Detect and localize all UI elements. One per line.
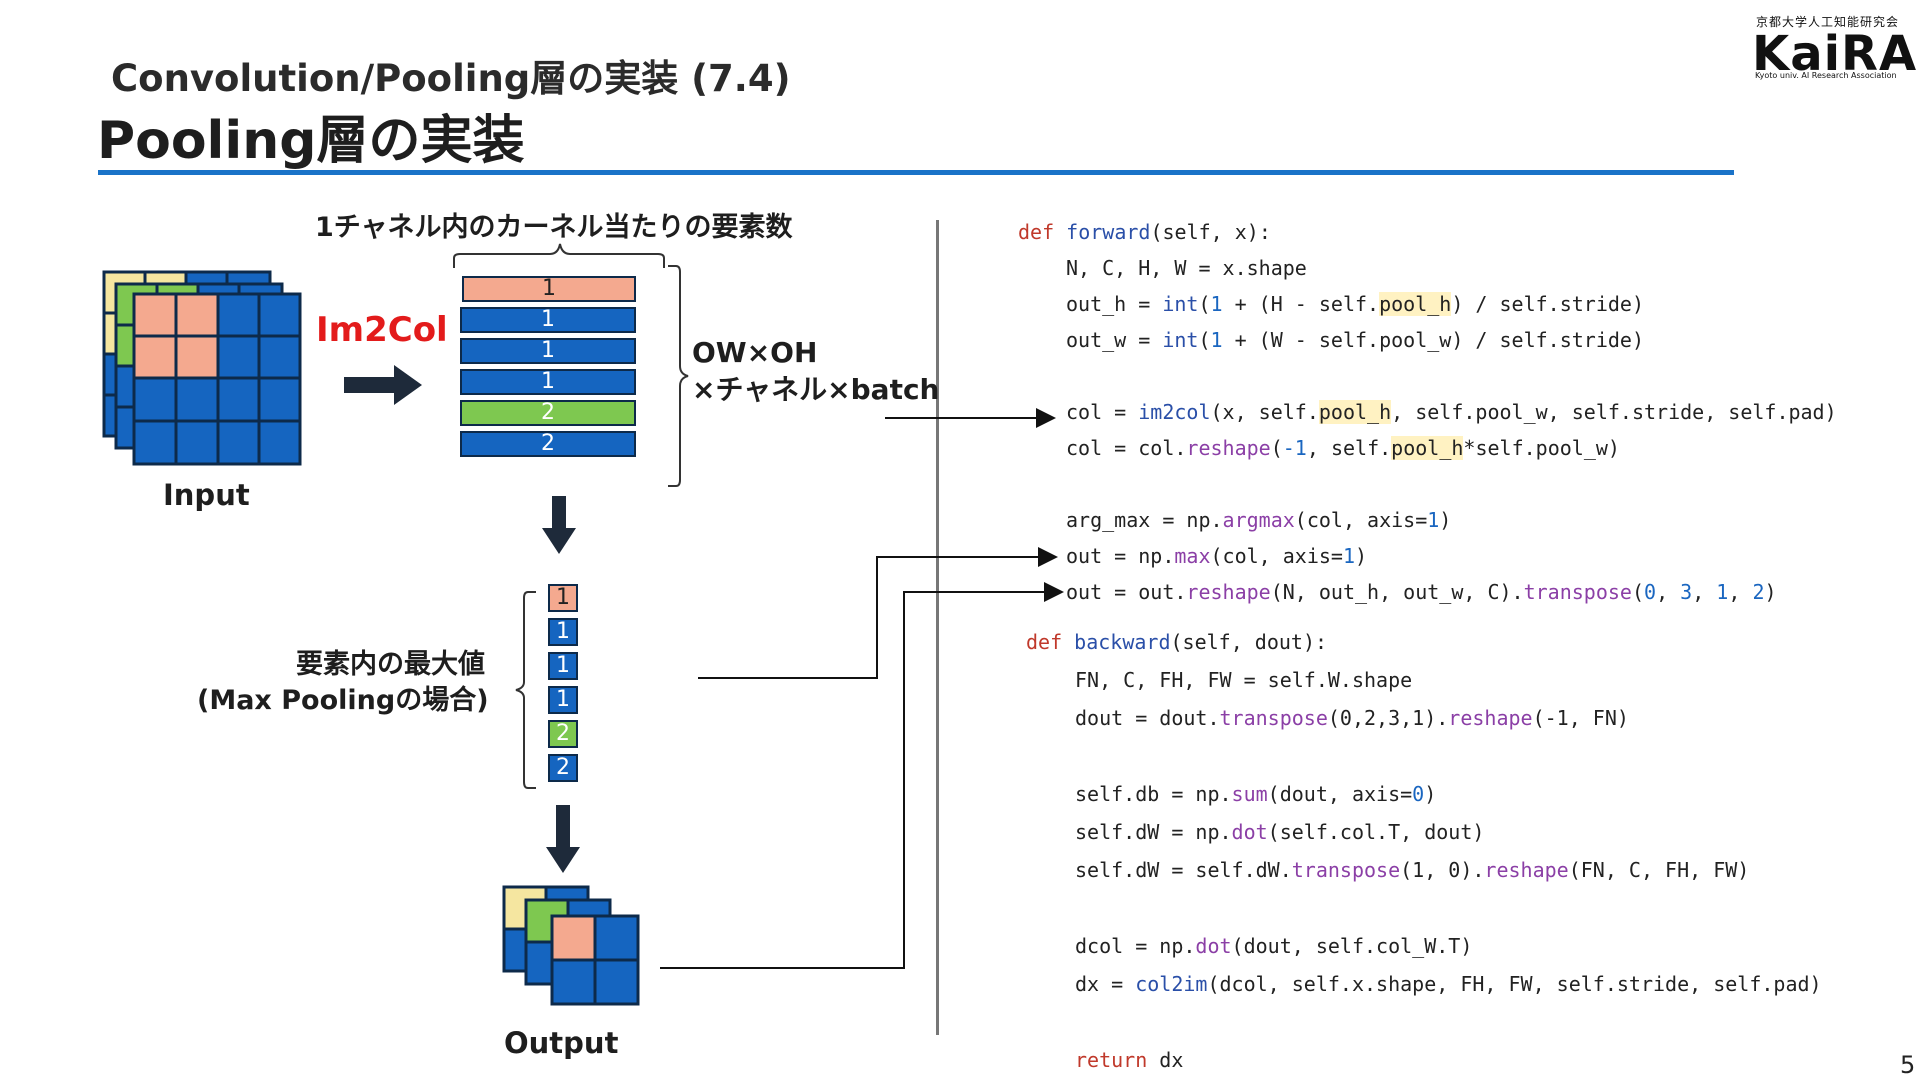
code-line: arg_max = np.argmax(col, axis=1) (1066, 508, 1452, 532)
im2col-row: 2 (460, 400, 636, 426)
code-line: dx = col2im(dcol, self.x.shape, FH, FW, … (1075, 972, 1822, 996)
max-label-1: 要素内の最大値 (296, 649, 485, 680)
code-forward-def: def forward(self, x): (1018, 220, 1271, 244)
code-line: dout = dout.transpose(0,2,3,1).reshape(-… (1075, 706, 1629, 730)
max-values-brace (515, 591, 536, 789)
code-line: dcol = np.dot(dout, self.col_W.T) (1075, 934, 1473, 958)
code-line: out = out.reshape(N, out_h, out_w, C).tr… (1066, 580, 1777, 604)
top-brace (453, 243, 665, 268)
max-value-cell: 1 (548, 618, 578, 646)
im2col-row: 1 (462, 276, 636, 302)
im2col-row: 1 (460, 338, 636, 364)
code-line: col = im2col(x, self.pool_h, self.pool_w… (1066, 400, 1837, 424)
kernel-elements-label: 1チャネル内のカーネル当たりの要素数 (315, 212, 793, 243)
code-line: self.dW = np.dot(self.col.T, dout) (1075, 820, 1485, 844)
im2col-row: 1 (460, 369, 636, 395)
im2col-row: 2 (460, 431, 636, 457)
code-line: out = np.max(col, axis=1) (1066, 544, 1368, 568)
output-tensor-graphic (502, 885, 640, 1006)
column-divider (936, 220, 939, 1035)
max-value-cell: 2 (548, 754, 578, 782)
code-line: out_h = int(1 + (H - self.pool_h) / self… (1066, 292, 1644, 316)
rows-count-label-2: ×チャネル×batch (692, 373, 940, 406)
rows-count-label-1: OW×OH (692, 336, 818, 369)
right-arrow-icon (344, 365, 422, 405)
im2col-label: Im2Col (316, 310, 448, 350)
code-line: return dx (1075, 1048, 1184, 1072)
code-line: out_w = int(1 + (W - self.pool_w) / self… (1066, 328, 1644, 352)
slide-title: Pooling層の実装 (97, 111, 525, 171)
input-tensor-graphic (102, 270, 302, 466)
slide-subtitle: Convolution/Pooling層の実装 (7.4) (111, 57, 791, 100)
logo-subtext: 京都大学人工知能研究会 (1756, 15, 1900, 29)
title-underline (98, 170, 1734, 175)
max-value-cell: 1 (548, 652, 578, 680)
max-value-cell: 1 (548, 584, 578, 612)
down-arrow-icon (542, 496, 576, 554)
output-label: Output (504, 1026, 619, 1060)
rows-brace (668, 265, 689, 487)
code-backward-def: def backward(self, dout): (1026, 630, 1328, 654)
max-label-2: (Max Poolingの場合) (197, 685, 489, 716)
input-label: Input (163, 478, 250, 512)
code-line: FN, C, FH, FW = self.W.shape (1075, 668, 1413, 692)
logo-wordmark: KaiRA (1752, 26, 1918, 82)
page-number: 5 (1900, 1051, 1916, 1079)
code-line: self.dW = self.dW.transpose(1, 0).reshap… (1075, 858, 1750, 882)
max-value-cell: 1 (548, 686, 578, 714)
code-line: col = col.reshape(-1, self.pool_h*self.p… (1066, 436, 1620, 460)
code-line: N, C, H, W = x.shape (1066, 256, 1307, 280)
max-value-cell: 2 (548, 720, 578, 748)
im2col-row: 1 (460, 307, 636, 333)
code-line: self.db = np.sum(dout, axis=0) (1075, 782, 1437, 806)
logo-tagline: Kyoto univ. AI Research Association (1755, 71, 1897, 80)
down-arrow-icon (546, 805, 580, 873)
